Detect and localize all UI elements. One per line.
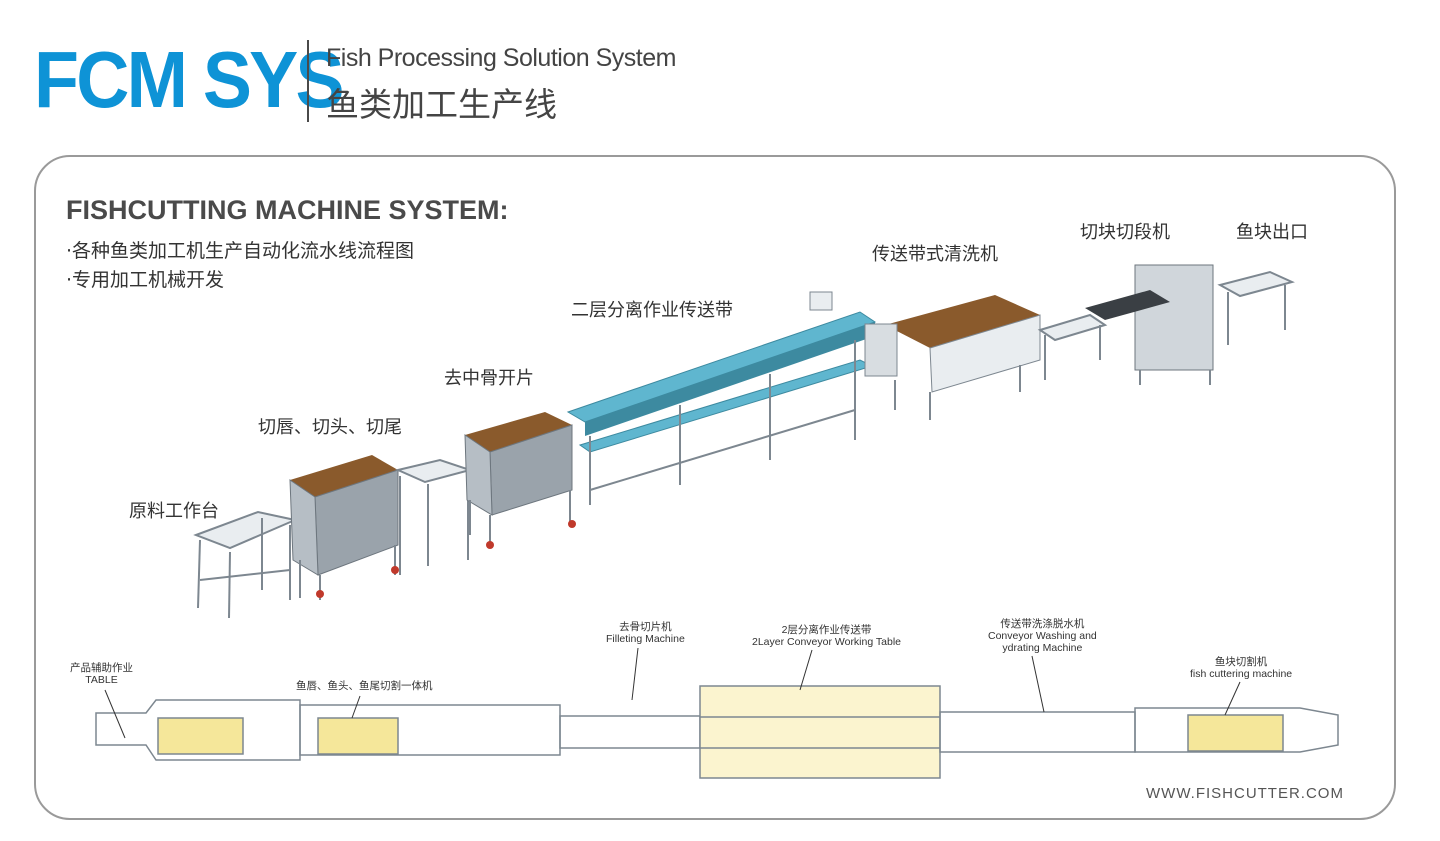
label-washing: 传送带式清洗机 <box>872 244 998 265</box>
label-outlet: 鱼块出口 <box>1236 222 1308 243</box>
label-filleting: 去中骨开片 <box>444 368 534 389</box>
conveyor-washer <box>864 295 1041 420</box>
website-link[interactable]: WWW.FISHCUTTER.COM <box>1146 785 1344 802</box>
plan-aux-table <box>95 699 301 761</box>
logo-divider <box>307 40 309 122</box>
section-title: FISHCUTTING MACHINE SYSTEM: <box>66 195 509 225</box>
block-cutting-machine <box>1085 264 1214 385</box>
two-layer-conveyor <box>566 291 877 505</box>
outlet-table <box>1217 270 1295 345</box>
plan-two-layer-table <box>699 685 941 779</box>
filleting-machine <box>464 412 576 549</box>
plan-washing-machine <box>939 711 1136 753</box>
subtitle-english: Fish Processing Solution System <box>326 44 676 72</box>
fcm-sys-logo: FCM SYS <box>34 35 345 124</box>
diagram-frame <box>34 155 1396 820</box>
plan-label-lip-head-tail: 鱼唇、鱼头、鱼尾切割一体机 <box>296 680 433 692</box>
label-raw-table: 原料工作台 <box>129 501 219 522</box>
bullet-item: ·专用加工机械开发 <box>66 269 225 291</box>
label-cutting: 切块切段机 <box>1080 222 1170 243</box>
bullet-item: ·各种鱼类加工机生产自动化流水线流程图 <box>66 240 415 262</box>
raw-material-table <box>193 510 299 619</box>
plan-filleting-machine <box>559 715 701 749</box>
lip-head-tail-cutter <box>289 455 399 600</box>
plan-cutter-1 <box>157 717 244 755</box>
transfer-table <box>1037 313 1108 380</box>
plan-lip-head-tail-machine <box>299 704 561 756</box>
plan-cutting-machine <box>1134 707 1339 753</box>
label-two-layer: 二层分离作业传送带 <box>571 300 733 321</box>
label-lip-head-tail: 切唇、切头、切尾 <box>258 417 402 438</box>
subtitle-chinese: 鱼类加工生产线 <box>326 85 557 124</box>
